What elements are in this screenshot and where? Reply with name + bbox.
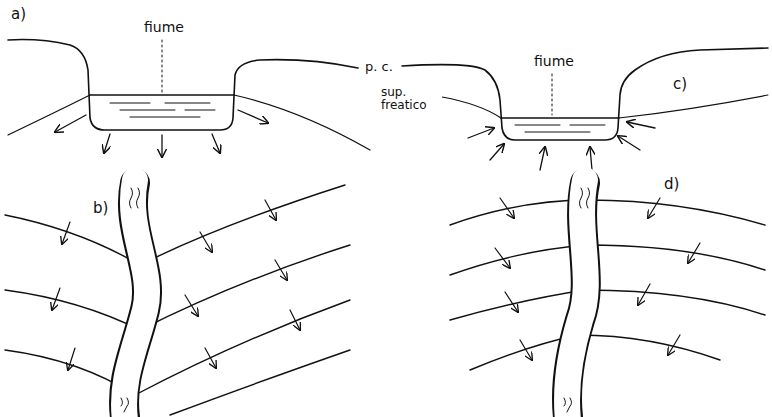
river-label: fiume (143, 20, 185, 35)
panel-letter: b) (92, 200, 109, 217)
contour-lines (450, 200, 765, 370)
water-table (442, 95, 768, 118)
water-ripples (515, 125, 605, 132)
panel-letter: d) (663, 176, 680, 193)
river-plan (124, 180, 147, 417)
flow-mark (564, 188, 590, 412)
contour-lines (5, 185, 350, 415)
water-ripples (110, 103, 215, 117)
water-level (501, 117, 619, 119)
panel-letter: c) (672, 76, 688, 93)
panel-letter: a) (10, 6, 27, 23)
water-table (8, 95, 370, 150)
flow-arrows (52, 200, 300, 370)
flow-arrows (468, 122, 655, 170)
river-plan (567, 180, 586, 417)
leader-line (162, 40, 163, 92)
ground-surface (8, 40, 358, 130)
ground-surface (402, 48, 768, 140)
ground-surface-label: p. c. (364, 60, 394, 74)
water-table-label: sup. freatico (380, 86, 442, 112)
flow-mark (121, 188, 140, 412)
flow-arrows (55, 110, 268, 157)
water-level (90, 94, 234, 96)
leader-line (552, 74, 553, 115)
river-label: fiume (533, 54, 575, 69)
